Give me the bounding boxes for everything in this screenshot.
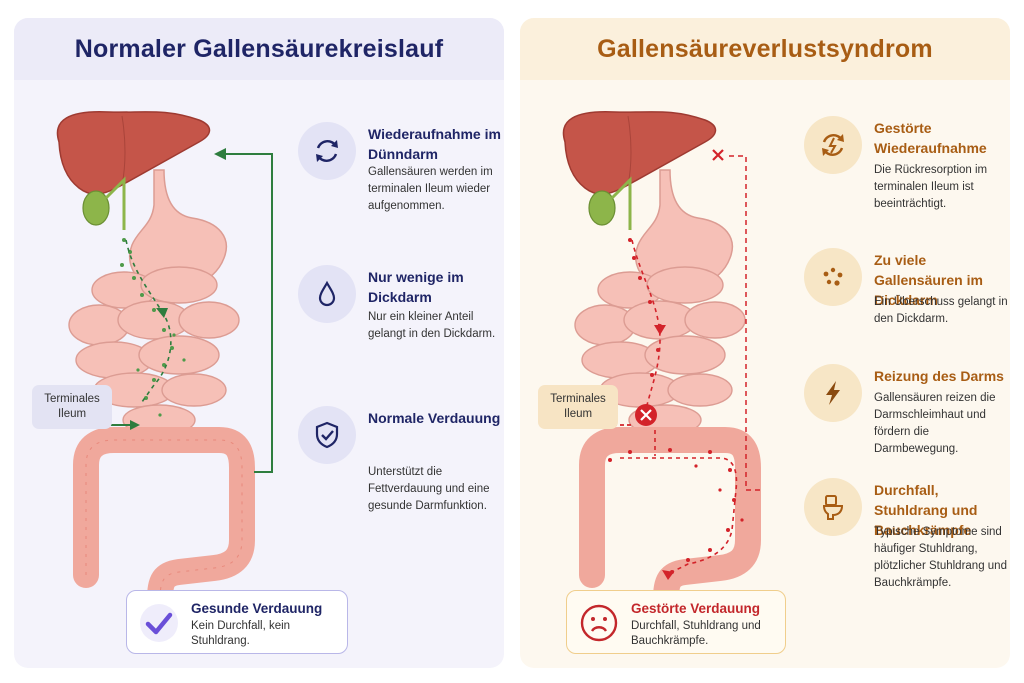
liver [562, 111, 717, 195]
feature-description: Gallensäuren reizen die Darmschleimhaut … [874, 392, 996, 455]
digestive-anatomy-healthy [56, 111, 273, 600]
feature-title: Zu viele Gallensäuren im Dickdarm [874, 252, 983, 308]
large-intestine [73, 427, 255, 600]
terminal-ileum-label: Terminales Ileum [32, 385, 112, 429]
healthy-digestion-result: Gesunde Verdauung Kein Durchfall, kein S… [126, 590, 348, 654]
gallbladder [82, 190, 110, 226]
particles-icon [804, 248, 862, 306]
droplet-icon [298, 265, 356, 323]
feature-description: Typische Symptome sind häufiger Stuhldra… [874, 526, 1007, 589]
large-intestine [579, 427, 761, 600]
shield-check-icon [298, 406, 356, 464]
liver [56, 111, 211, 195]
gallbladder [588, 190, 616, 226]
result-title: Gestörte Verdauung [631, 601, 761, 616]
result-description: Kein Durchfall, kein Stuhldrang. [191, 620, 291, 647]
feature-title: Nur wenige im Dickdarm [368, 269, 464, 305]
recycle-arrows-icon [298, 122, 356, 180]
normal-cycle-panel: Normaler Gallensäurekreislauf [14, 18, 504, 668]
panel-title: Gallensäureverlustsyndrom [520, 18, 1010, 80]
feature-description: Die Rückresorption im terminalen Ileum i… [874, 164, 988, 210]
result-description: Durchfall, Stuhldrang und Bauchkrämpfe. [631, 620, 761, 647]
digestive-anatomy-disturbed [562, 111, 761, 600]
panel-title: Normaler Gallensäurekreislauf [14, 18, 504, 80]
terminal-ileum-label: Terminales Ileum [538, 385, 618, 429]
feature-title: Normale Verdauung [368, 410, 501, 426]
blocked-return-x [712, 149, 724, 161]
feature-title: Durchfall, Stuhldrang und Bauchkrämpfe [874, 482, 978, 538]
feature-description: Unterstützt die Fettverdauung und eine g… [368, 466, 490, 512]
feature-title: Gestörte Wiederaufnahme [874, 120, 987, 156]
feature-title: Wiederaufnahme im Dünndarm [368, 126, 501, 162]
bile-acid-loss-panel: Gallensäureverlustsyndrom [520, 18, 1010, 668]
feature-description: Ein Überschuss gelangt in den Dickdarm. [874, 296, 1008, 325]
feature-title: Reizung des Darms [874, 368, 1004, 384]
lightning-icon [804, 364, 862, 422]
checkmark-icon [139, 603, 179, 643]
disturbed-digestion-result: Gestörte Verdauung Durchfall, Stuhldrang… [566, 590, 786, 654]
toilet-icon [804, 478, 862, 536]
result-title: Gesunde Verdauung [191, 601, 323, 616]
feature-description: Nur ein kleiner Anteil gelangt in den Di… [368, 311, 496, 340]
sad-face-icon [579, 603, 619, 643]
feature-description: Gallensäuren werden im terminalen Ileum … [368, 166, 493, 212]
broken-recycle-icon [804, 116, 862, 174]
